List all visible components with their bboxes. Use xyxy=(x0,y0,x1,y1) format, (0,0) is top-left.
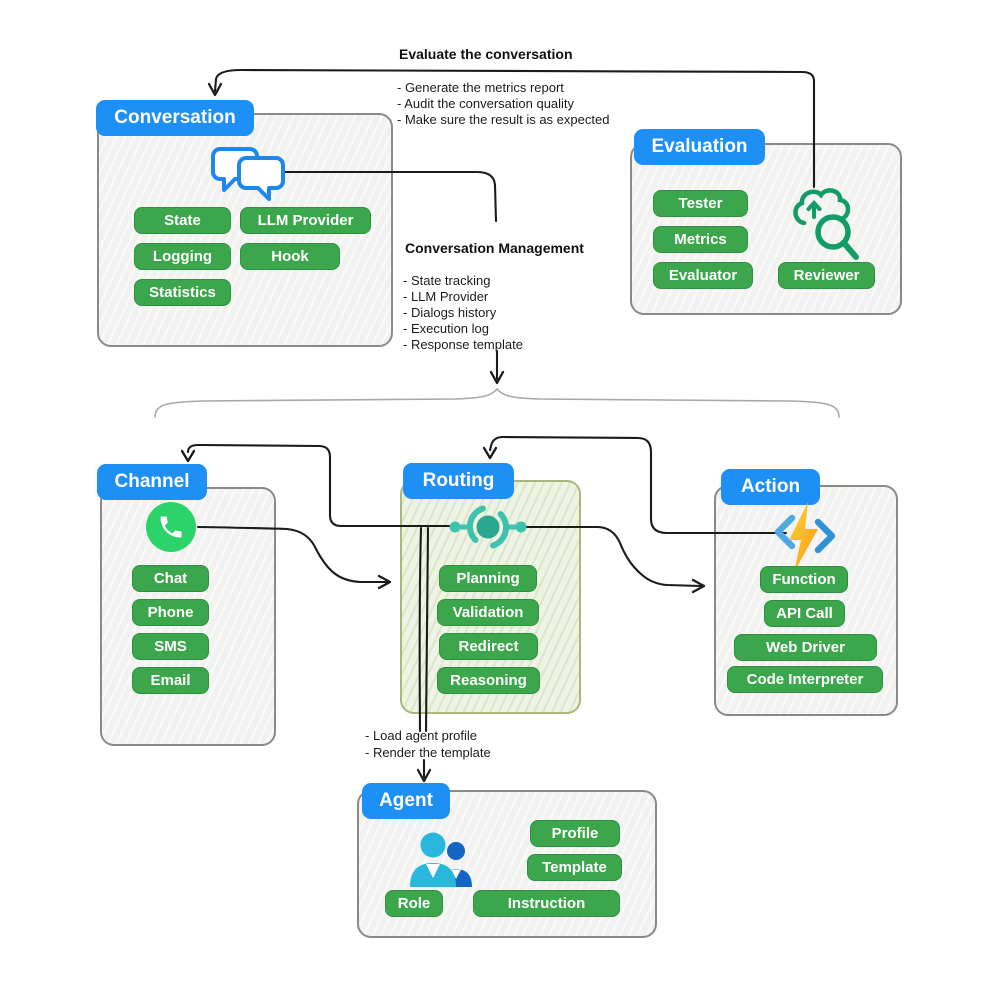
note-line: - Generate the metrics report xyxy=(397,80,564,95)
router-hub-icon xyxy=(449,505,527,549)
people-icon xyxy=(410,832,472,887)
agent-note-bullets: - Load agent profile - Render the templa… xyxy=(365,728,491,762)
pill-sms: SMS xyxy=(132,633,209,660)
lightning-code-icon xyxy=(774,502,836,572)
pill-api-call: API Call xyxy=(764,600,845,627)
pill-evaluator: Evaluator xyxy=(653,262,753,289)
pill-chat: Chat xyxy=(132,565,209,592)
pill-statistics: Statistics xyxy=(134,279,231,306)
pill-phone: Phone xyxy=(132,599,209,626)
note-line: - Dialogs history xyxy=(403,305,497,320)
pill-validation: Validation xyxy=(437,599,539,626)
evaluate-note-bullets: - Generate the metrics report - Audit th… xyxy=(397,80,609,128)
pill-role: Role xyxy=(385,890,443,917)
note-line: - Make sure the result is as expected xyxy=(397,112,610,127)
note-line: - Render the template xyxy=(365,745,491,760)
pill-llm-provider: LLM Provider xyxy=(240,207,371,234)
pill-reasoning: Reasoning xyxy=(437,667,540,694)
note-line: - LLM Provider xyxy=(403,289,489,304)
pill-email: Email xyxy=(132,667,209,694)
pill-metrics: Metrics xyxy=(653,226,748,253)
channel-header: Channel xyxy=(97,464,207,500)
chat-bubbles-icon xyxy=(211,147,285,201)
conversation-management-title: Conversation Management xyxy=(405,240,584,256)
pill-function: Function xyxy=(760,566,848,593)
whatsapp-icon xyxy=(146,502,196,552)
evaluate-note-title: Evaluate the conversation xyxy=(399,46,573,62)
pill-state: State xyxy=(134,207,231,234)
pill-redirect: Redirect xyxy=(439,633,538,660)
pill-instruction: Instruction xyxy=(473,890,620,917)
pill-code-interpreter: Code Interpreter xyxy=(727,666,883,693)
pill-profile: Profile xyxy=(530,820,620,847)
note-line: - Load agent profile xyxy=(365,728,478,743)
routing-header: Routing xyxy=(403,463,514,499)
pill-planning: Planning xyxy=(439,565,537,592)
note-line: - Audit the conversation quality xyxy=(397,96,575,111)
pill-logging: Logging xyxy=(134,243,231,270)
evaluation-header: Evaluation xyxy=(634,129,765,165)
conversation-header: Conversation xyxy=(96,100,254,136)
conversation-management-bullets: - State tracking - LLM Provider - Dialog… xyxy=(403,273,523,353)
note-line: - State tracking xyxy=(403,273,491,288)
agent-header: Agent xyxy=(362,783,450,819)
note-line: - Response template xyxy=(403,337,523,352)
pill-web-driver: Web Driver xyxy=(734,634,877,661)
pill-hook: Hook xyxy=(240,243,340,270)
pill-reviewer: Reviewer xyxy=(778,262,875,289)
pill-tester: Tester xyxy=(653,190,748,217)
pill-template: Template xyxy=(527,854,622,881)
note-line: - Execution log xyxy=(403,321,489,336)
action-header: Action xyxy=(721,469,820,505)
cloud-search-icon xyxy=(793,188,859,260)
